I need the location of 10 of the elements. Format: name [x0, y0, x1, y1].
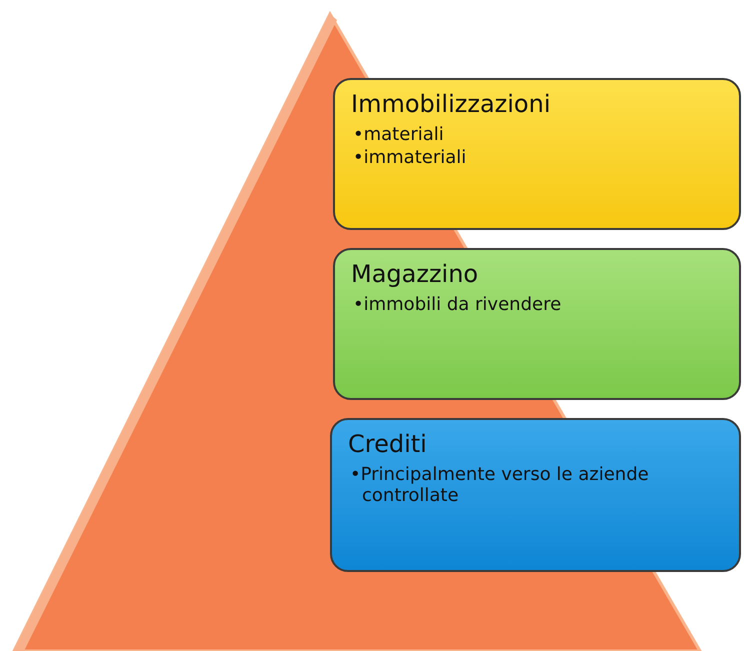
box-heading: Immobilizzazioni	[351, 90, 550, 118]
list-box	[330, 418, 741, 572]
list-box	[333, 78, 741, 230]
box-heading: Crediti	[348, 430, 427, 458]
bullet-item: •materiali	[353, 124, 445, 145]
bullet-item: •immobili da rivendere	[353, 294, 562, 315]
list-box	[333, 248, 741, 400]
bullet-item: •Principalmente verso le aziende controllate	[350, 464, 650, 506]
bullet-item: •immateriali	[353, 147, 468, 168]
box-heading: Magazzino	[351, 260, 478, 288]
